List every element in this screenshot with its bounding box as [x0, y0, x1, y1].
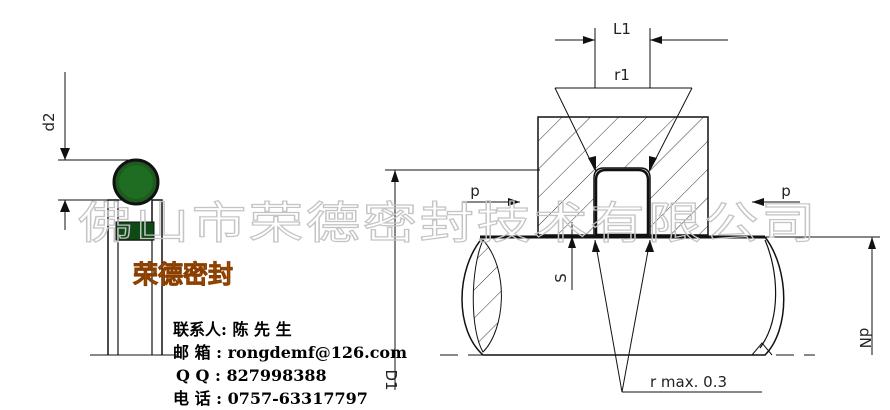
dN-arrow-top [868, 237, 876, 249]
pressure-left-arrow [508, 198, 520, 206]
shaft-break [759, 239, 777, 349]
shaft-chamfer [751, 342, 773, 356]
d2-arrow-top [60, 148, 70, 160]
S-arrow [568, 236, 576, 248]
rmax-arrow-right [645, 240, 654, 252]
rmax-leader-right [621, 239, 651, 393]
rmax-label: r max. 0.3 [650, 373, 727, 391]
groove-seal-profile [594, 168, 650, 237]
o-ring-highlight [119, 165, 153, 199]
shaft-hatched-end [472, 239, 502, 353]
D1-arrow-top [391, 170, 399, 182]
company-watermark: 佛山市荣德密封技术有限公司 [78, 198, 818, 249]
r1-label: r1 [614, 66, 630, 84]
shaft-outline [461, 236, 785, 356]
d2-label: d2 [40, 112, 58, 131]
pressure-right-arrow [752, 198, 764, 206]
groove-cavity [115, 221, 155, 241]
dN-label: dN [856, 328, 874, 349]
L1-arrow-right [650, 36, 662, 44]
contact-email: 邮 箱 : rongdemf@126.com [173, 343, 407, 362]
contact-person: 联系人: 陈 先 生 [173, 320, 292, 339]
p-right-label: p [781, 182, 791, 200]
brand-name: 荣德密封 [133, 260, 233, 289]
contact-qq: Q Q : 827998388 [176, 366, 327, 385]
d2-arrow-bottom [60, 200, 70, 212]
L1-arrow-left [583, 36, 595, 44]
rmax-arrow-left [592, 240, 600, 252]
contact-block: 联系人: 陈 先 生 邮 箱 : rongdemf@126.com Q Q : … [173, 320, 407, 408]
L1-label: L1 [613, 20, 631, 38]
D1-label: D1 [382, 369, 400, 390]
left-seal-section: d2 [40, 72, 178, 356]
contact-phone: 电 话 : 0757-63317797 [173, 389, 368, 408]
S-label: S [552, 273, 570, 283]
hatched-housing [537, 116, 709, 236]
rmax-leader-left [594, 239, 623, 393]
right-groove-section: L1 r1 p p S dN [382, 20, 880, 393]
p-left-label: p [470, 182, 480, 200]
